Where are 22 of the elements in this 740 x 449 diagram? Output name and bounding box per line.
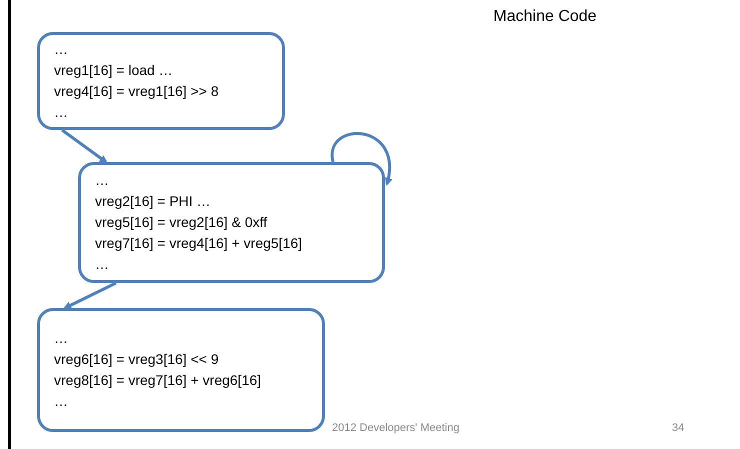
code-block-box	[78, 162, 385, 283]
code-block-box	[37, 308, 325, 432]
code-line: …	[95, 171, 110, 190]
code-block-box	[37, 32, 285, 130]
footer-text: 2012 Developers' Meeting	[332, 421, 460, 436]
code-line: vreg2[16] = PHI …	[95, 192, 212, 211]
arrow	[330, 132, 392, 186]
code-line: …	[54, 103, 69, 122]
code-line: vreg5[16] = vreg2[16] & 0xff	[95, 213, 268, 232]
code-line: vreg8[16] = vreg7[16] + vreg6[16]	[54, 371, 262, 390]
code-line: vreg6[16] = vreg3[16] << 9	[54, 350, 220, 369]
code-line: vreg7[16] = vreg4[16] + vreg5[16]	[95, 234, 304, 253]
code-line: …	[54, 329, 69, 348]
page-number: 34	[672, 421, 684, 436]
title: Machine Code	[492, 7, 598, 27]
arrow	[61, 128, 108, 164]
code-line: …	[54, 392, 69, 411]
code-line: vreg1[16] = load …	[54, 61, 174, 80]
code-line: …	[54, 40, 69, 59]
code-line: …	[95, 255, 110, 274]
arrow	[63, 282, 117, 310]
code-line: vreg4[16] = vreg1[16] >> 8	[54, 82, 220, 101]
